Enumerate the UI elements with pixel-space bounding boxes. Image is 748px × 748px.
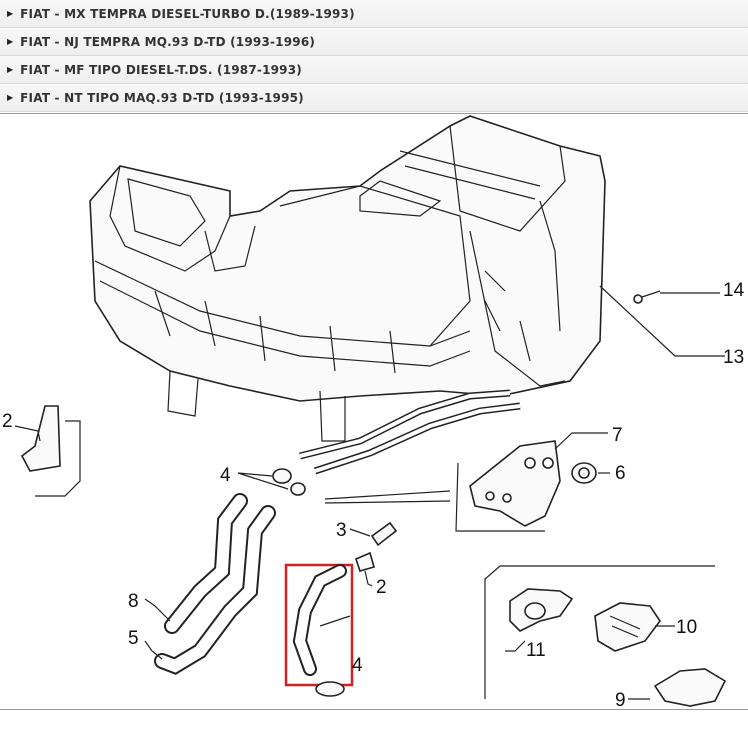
model-row-mf-tipo[interactable]: ▶ FIAT - MF TIPO DIESEL-T.DS. (1987-1993…: [0, 56, 748, 84]
callout-13: 13: [723, 347, 744, 368]
caret-right-icon: ▶: [7, 9, 14, 18]
caret-right-icon: ▶: [7, 65, 14, 74]
clip-small-part: [355, 551, 375, 587]
caret-right-icon: ▶: [7, 93, 14, 102]
model-row-nt-tipo[interactable]: ▶ FIAT - NT TIPO MAQ.93 D-TD (1993-1995): [0, 84, 748, 112]
model-label: FIAT - MF TIPO DIESEL-T.DS. (1987-1993): [20, 62, 302, 77]
model-row-nj-tempra[interactable]: ▶ FIAT - NJ TEMPRA MQ.93 D-TD (1993-1996…: [0, 28, 748, 56]
hose-part: [144, 493, 276, 675]
callout-2-right: 2: [376, 577, 387, 598]
heater-housing: [89, 115, 606, 442]
model-label: FIAT - NT TIPO MAQ.93 D-TD (1993-1995): [20, 90, 304, 105]
model-list: ▶ FIAT - MX TEMPRA DIESEL-TURBO D.(1989-…: [0, 0, 748, 112]
callout-8: 8: [128, 591, 139, 612]
callout-10: 10: [676, 617, 697, 638]
callout-4-bottom: 4: [352, 655, 363, 676]
screw-part: [633, 290, 720, 304]
callout-5: 5: [128, 628, 139, 649]
flange-part: [324, 432, 608, 532]
parts-diagram: 14 13 2 7 4 6 3 2 8 10 5 4 11 9: [0, 113, 748, 710]
model-label: FIAT - NJ TEMPRA MQ.93 D-TD (1993-1996): [20, 34, 316, 49]
seal-part: [571, 462, 610, 484]
callout-4-top: 4: [220, 465, 231, 486]
exploded-view-drawing: 14 13 2 7 4 6 3 2 8 10 5 4 11 9: [2, 115, 745, 707]
bracket-part: [14, 405, 81, 497]
callout-14: 14: [723, 280, 745, 301]
highlighted-hose-part: [292, 564, 351, 697]
callout-3: 3: [336, 520, 347, 541]
callout-11: 11: [526, 640, 546, 661]
model-row-mx-tempra[interactable]: ▶ FIAT - MX TEMPRA DIESEL-TURBO D.(1989-…: [0, 0, 748, 28]
callout-7: 7: [612, 425, 623, 446]
clip-part: [237, 468, 306, 496]
inset-clips-box: [484, 565, 727, 707]
callout-2-left: 2: [2, 411, 13, 432]
model-label: FIAT - MX TEMPRA DIESEL-TURBO D.(1989-19…: [20, 6, 355, 21]
connector-part: [349, 521, 398, 547]
callout-9: 9: [615, 690, 626, 707]
caret-right-icon: ▶: [7, 37, 14, 46]
outlet-pipes: [299, 389, 521, 475]
callout-6: 6: [615, 463, 626, 484]
